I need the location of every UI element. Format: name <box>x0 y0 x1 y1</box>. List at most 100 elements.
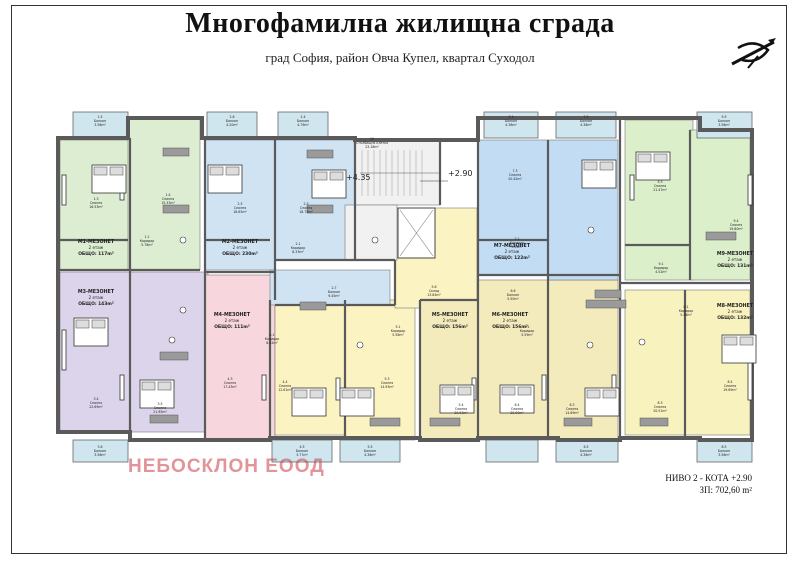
room-area: 5.50m² <box>507 297 519 301</box>
room-name: Балкон <box>328 290 340 294</box>
unit-name: М9-МЕЗОНЕТ <box>717 251 754 257</box>
pillow <box>586 389 601 399</box>
room-number: 5.6 <box>431 285 436 289</box>
room-number: 8.1 <box>683 305 688 309</box>
unit-floor: 2 етаж <box>728 309 743 314</box>
room-name: Склад <box>429 289 440 293</box>
room-number: 8.4 <box>727 380 732 384</box>
room-area: 5.59m² <box>521 333 533 337</box>
unit-floor: 2 етаж <box>728 257 743 262</box>
room-number: 5.3 <box>384 377 389 381</box>
unit-floor: 2 етаж <box>89 245 104 250</box>
room-number: 7.4 <box>508 115 513 119</box>
room-area: 3.58m² <box>718 453 730 457</box>
room-area: 5.46m² <box>680 313 692 317</box>
room-area: 20.53m² <box>454 411 468 415</box>
room-number: 2.3 <box>303 202 308 206</box>
unit-floor: 2 етаж <box>505 249 520 254</box>
room-area: 20.42m² <box>508 177 522 181</box>
pillow <box>357 389 372 399</box>
unit-area: ОБЩО: 132m² <box>717 315 753 321</box>
unit-zone-common <box>344 204 398 261</box>
room-number: 8.5 <box>721 445 726 449</box>
room-area: 8.33m² <box>292 250 304 254</box>
room-area: 21.47m² <box>653 188 667 192</box>
page-title: Многофамилна жилищна сграда <box>185 8 615 39</box>
unit-zone-m7 <box>477 279 549 441</box>
room-area: 3.77m² <box>296 453 308 457</box>
room-name: Балкон <box>296 449 308 453</box>
room-number: 3.6 <box>97 445 102 449</box>
room-name: Балкон <box>507 293 519 297</box>
room-number: 9.3 <box>657 180 662 184</box>
room-number: 4.5 <box>299 445 304 449</box>
room-number: 2.6 <box>229 115 234 119</box>
toilet <box>179 306 187 314</box>
room-name: Спалня <box>509 173 521 177</box>
room-number: 5.5 <box>367 445 372 449</box>
room-area: 4.38m² <box>364 453 376 457</box>
room-name: Балкон <box>580 449 592 453</box>
room-name: Спалня <box>300 206 312 210</box>
unit-floor: 2 етаж <box>443 318 458 323</box>
unit-area: ОБЩО: 230m² <box>222 251 258 257</box>
room-number: 2.5 <box>237 202 242 206</box>
room-area: 3.58m² <box>94 453 106 457</box>
pillow <box>441 386 456 396</box>
unit-area: ОБЩО: 117m² <box>78 251 114 257</box>
unit-floor: 2 етаж <box>225 318 240 323</box>
unit-area: ОБЩО: 143m² <box>78 301 114 307</box>
pillow <box>583 161 598 171</box>
unit-name: М5-МЕЗОНЕТ <box>432 312 469 318</box>
room-name: Спалня <box>654 184 666 188</box>
level-label: НИВО 2 - КОТА +2.90 <box>665 473 752 483</box>
pillow <box>313 171 328 181</box>
elevator-shaft <box>397 207 436 259</box>
room-area: 4.79m² <box>297 123 309 127</box>
room-number: 3.4 <box>93 397 98 401</box>
room-name: Спалня <box>724 384 736 388</box>
room-area: 4.38m² <box>580 123 592 127</box>
pillow <box>341 389 356 399</box>
room-area: 19.80m² <box>729 227 743 231</box>
unit-zone-m4 <box>204 274 276 441</box>
toilet <box>638 338 646 346</box>
pillow <box>225 166 240 176</box>
pillow <box>653 153 668 163</box>
room-area: 14.69m² <box>565 411 579 415</box>
room-area: 17.43m² <box>223 385 237 389</box>
room-area: 3.58m² <box>94 123 106 127</box>
room-name: Коридор <box>510 241 525 245</box>
room-area: 9.45m² <box>328 294 340 298</box>
balcony <box>72 111 129 139</box>
room-area: 5.58m² <box>392 333 404 337</box>
unit-floor: 2 етаж <box>233 245 248 250</box>
wardrobe <box>162 147 190 157</box>
pillow <box>599 161 614 171</box>
unit-area: ОБЩО: 131m² <box>717 263 753 269</box>
pillow <box>309 389 324 399</box>
wardrobe <box>299 301 327 311</box>
wardrobe <box>162 204 190 214</box>
unit-zone-m1 <box>127 117 201 271</box>
pillow <box>93 166 108 176</box>
room-area: 16.53m² <box>89 205 103 209</box>
room-name: Коридор <box>265 337 280 341</box>
room-number: 2.4 <box>300 115 305 119</box>
room-area: 12.61m² <box>278 388 292 392</box>
room-name: Спалня <box>511 407 523 411</box>
room-name: Спалня <box>455 407 467 411</box>
balcony <box>696 111 753 139</box>
unit-name: М1-МЕЗОНЕТ <box>78 239 115 245</box>
room-name: Коридор <box>391 329 406 333</box>
window <box>119 374 125 401</box>
room-area: 4.38m² <box>580 453 592 457</box>
room-name: Спалня <box>90 401 102 405</box>
outer-wall <box>56 116 754 442</box>
room-name: Балкон <box>718 449 730 453</box>
room-number: 9.1 <box>658 262 663 266</box>
window <box>629 174 635 201</box>
unit-name: М7-МЕЗОНЕТ <box>494 243 531 249</box>
pillow <box>739 336 754 346</box>
